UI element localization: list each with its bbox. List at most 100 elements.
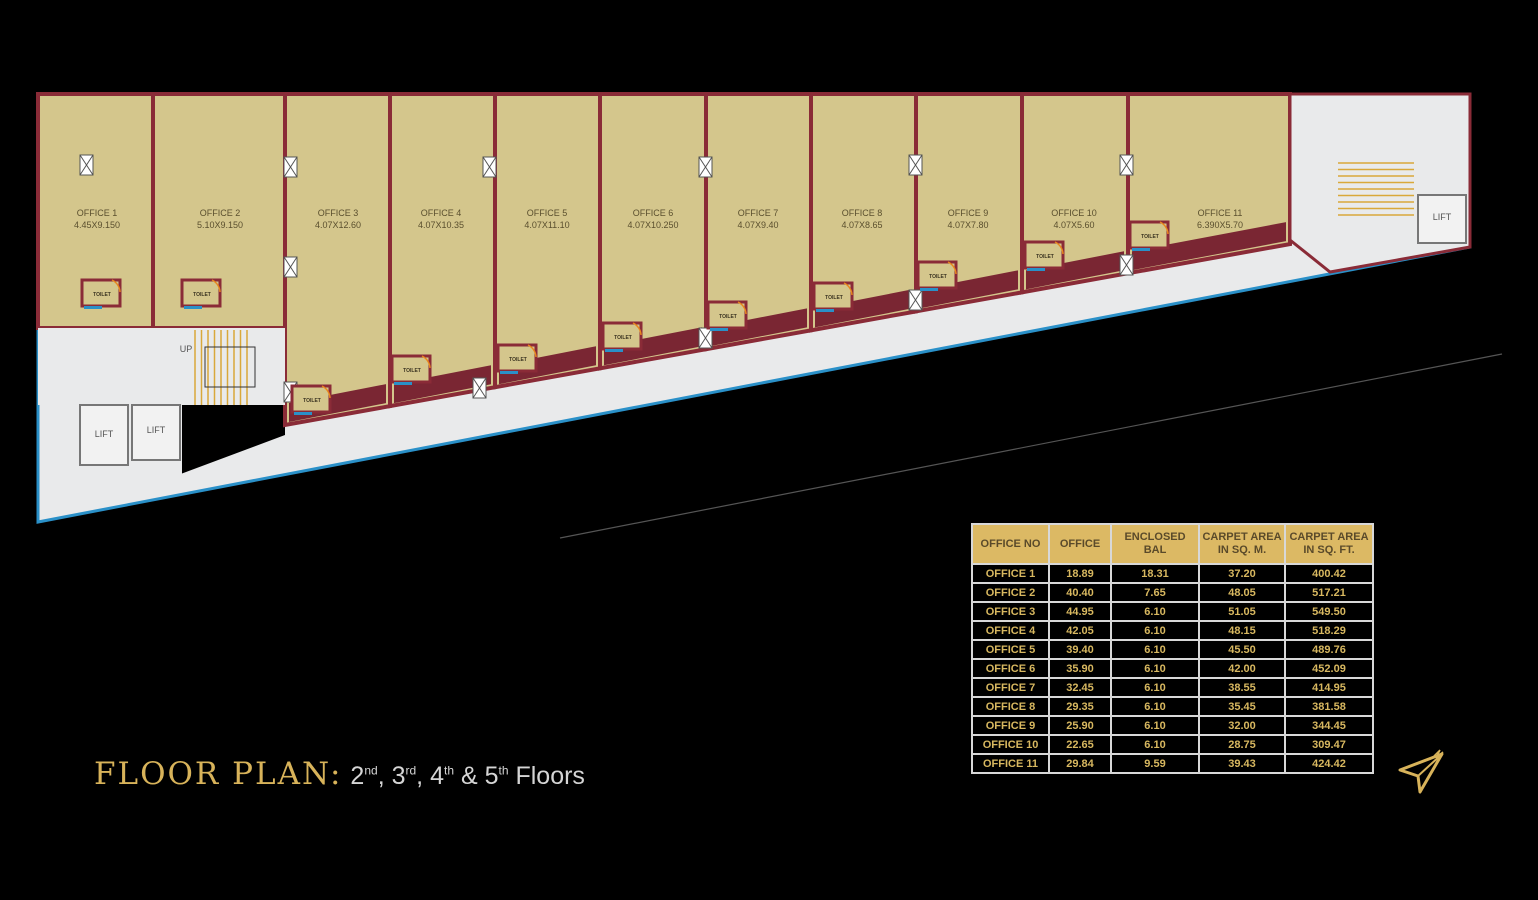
cell-carpet-sqft: 549.50 <box>1284 601 1374 622</box>
cell-carpet-sqm: 32.00 <box>1198 715 1286 736</box>
door-swing-icon <box>843 282 853 296</box>
cell-office: 25.90 <box>1048 715 1112 736</box>
shaft-icon <box>698 327 713 349</box>
toilet-window <box>920 288 938 291</box>
toilet-window <box>394 382 412 385</box>
office-name: OFFICE 7 <box>738 208 779 218</box>
shaft-icon <box>472 377 487 399</box>
balcony <box>815 289 912 328</box>
shaft-icon <box>908 154 923 176</box>
cell-enclosed-bal: 6.10 <box>1110 620 1200 641</box>
cell-office: 40.40 <box>1048 582 1112 603</box>
office-name: OFFICE 1 <box>77 208 118 218</box>
toilet-window <box>710 328 728 331</box>
balcony <box>710 308 807 347</box>
office-dimensions: 4.07X7.80 <box>947 220 988 230</box>
cell-office-no: OFFICE 8 <box>971 696 1050 717</box>
col-carpet-sqm: CARPET AREA IN SQ. M. <box>1198 523 1286 565</box>
office-name: OFFICE 11 <box>1198 208 1243 218</box>
office-name: OFFICE 9 <box>948 208 989 218</box>
balcony <box>1132 222 1286 271</box>
cell-carpet-sqft: 400.42 <box>1284 563 1374 584</box>
shaft-icon <box>698 156 713 178</box>
toilet <box>290 384 332 414</box>
shaft-icon <box>79 154 94 176</box>
office-dimensions: 5.10X9.150 <box>197 220 243 230</box>
toilet <box>390 354 432 384</box>
office-3 <box>283 92 392 428</box>
toilet-label: TOILET <box>303 398 321 404</box>
cell-carpet-sqm: 39.43 <box>1198 753 1286 774</box>
cell-office-no: OFFICE 6 <box>971 658 1050 679</box>
door-swing-icon <box>321 385 331 399</box>
office-name: OFFICE 10 <box>1051 208 1097 218</box>
cell-enclosed-bal: 9.59 <box>1110 753 1200 774</box>
toilet <box>1128 220 1170 250</box>
floor-num: 2 <box>350 762 365 790</box>
cell-carpet-sqm: 51.05 <box>1198 601 1286 622</box>
cell-office: 32.45 <box>1048 677 1112 698</box>
office-name: OFFICE 6 <box>633 208 674 218</box>
toilet-window <box>1027 268 1045 271</box>
toilet-window <box>184 306 202 309</box>
cell-office-no: OFFICE 10 <box>971 734 1050 755</box>
cell-enclosed-bal: 6.10 <box>1110 677 1200 698</box>
cell-enclosed-bal: 6.10 <box>1110 639 1200 660</box>
shaft-icon <box>283 256 298 278</box>
balcony <box>920 270 1018 309</box>
toilet-label: TOILET <box>93 292 111 298</box>
cell-office: 42.05 <box>1048 620 1112 641</box>
floor-num: 3 <box>391 762 406 790</box>
toilet-window <box>294 412 312 415</box>
toilet-window <box>1132 248 1150 251</box>
cell-carpet-sqft: 518.29 <box>1284 620 1374 641</box>
office-5 <box>493 92 602 390</box>
col-carpet-sqft: CARPET AREA IN SQ. FT. <box>1284 523 1374 565</box>
lift <box>131 404 181 461</box>
cell-office: 35.90 <box>1048 658 1112 679</box>
office-dimensions: 4.07X11.10 <box>524 220 569 230</box>
col-office-no: OFFICE NO <box>971 523 1050 565</box>
door-swing-icon <box>527 344 537 358</box>
toilet-label: TOILET <box>509 357 527 363</box>
toilet-window <box>605 349 623 352</box>
cell-carpet-sqft: 414.95 <box>1284 677 1374 698</box>
door-swing-icon <box>1054 241 1064 255</box>
shaft-icon <box>908 289 923 311</box>
cell-carpet-sqm: 42.00 <box>1198 658 1286 679</box>
balcony <box>1026 251 1124 290</box>
toilet <box>1023 240 1065 270</box>
office-dimensions: 4.45X9.150 <box>74 220 120 230</box>
toilet-window <box>816 309 834 312</box>
cell-carpet-sqm: 28.75 <box>1198 734 1286 755</box>
toilet <box>601 321 643 351</box>
col-office: OFFICE <box>1048 523 1112 565</box>
cell-office: 18.89 <box>1048 563 1112 584</box>
area-table: OFFICE NO OFFICE ENCLOSED BAL CARPET ARE… <box>971 523 1374 774</box>
toilet <box>916 260 958 290</box>
cell-office: 29.35 <box>1048 696 1112 717</box>
toilet-label: TOILET <box>193 292 211 298</box>
cell-carpet-sqm: 37.20 <box>1198 563 1286 584</box>
office-dimensions: 4.07X10.35 <box>418 220 464 230</box>
cell-carpet-sqft: 309.47 <box>1284 734 1374 755</box>
lift <box>79 404 129 466</box>
shaft-icon <box>482 156 497 178</box>
north-arrow-icon <box>1398 749 1444 794</box>
balcony <box>394 365 491 404</box>
title-main: FLOOR PLAN: <box>94 756 343 792</box>
office-name: OFFICE 5 <box>527 208 568 218</box>
door-swing-icon <box>632 322 642 336</box>
cell-carpet-sqm: 35.45 <box>1198 696 1286 717</box>
cell-carpet-sqft: 452.09 <box>1284 658 1374 679</box>
cell-carpet-sqm: 38.55 <box>1198 677 1286 698</box>
toilet <box>496 343 538 373</box>
door-swing-icon <box>947 261 957 275</box>
door-swing-icon <box>211 279 221 293</box>
door-swing-icon <box>1159 221 1169 235</box>
